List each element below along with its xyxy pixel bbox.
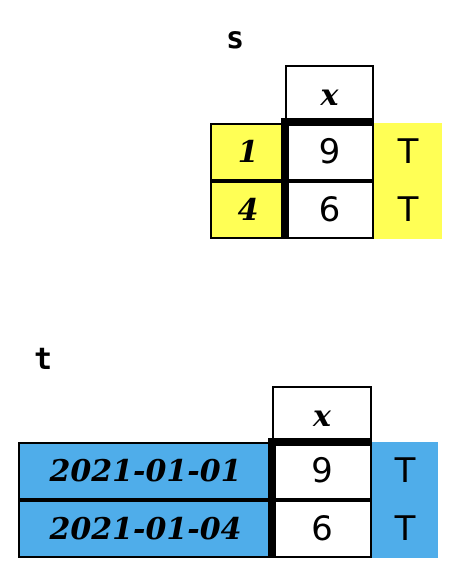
- table-s-index-cell: 1: [210, 123, 286, 181]
- table-s-index-cell: 4: [210, 181, 286, 239]
- table-s-flag-cell: T: [374, 123, 442, 181]
- table-s-title: s: [226, 21, 245, 56]
- table-s-column-header: x: [285, 65, 374, 123]
- table-t-value-cell: 6: [272, 500, 372, 558]
- table-s-index-rule: [281, 118, 289, 239]
- table-t-header-rule: [268, 438, 372, 446]
- table-s-value-cell: 6: [285, 181, 374, 239]
- table-t-column-header: x: [272, 386, 372, 444]
- table-t-flag-cell: T: [372, 500, 438, 558]
- table-s-value-cell: 9: [285, 123, 374, 181]
- table-s-flag-cell: T: [374, 181, 442, 239]
- table-t-value-cell: 9: [272, 442, 372, 500]
- table-t-index-cell: 2021-01-01: [18, 442, 273, 500]
- table-t-title: t: [34, 342, 53, 377]
- table-t-flag-cell: T: [372, 442, 438, 500]
- table-t-index-cell: 2021-01-04: [18, 500, 273, 558]
- table-t-index-rule: [268, 438, 276, 558]
- table-s-header-rule: [281, 118, 374, 126]
